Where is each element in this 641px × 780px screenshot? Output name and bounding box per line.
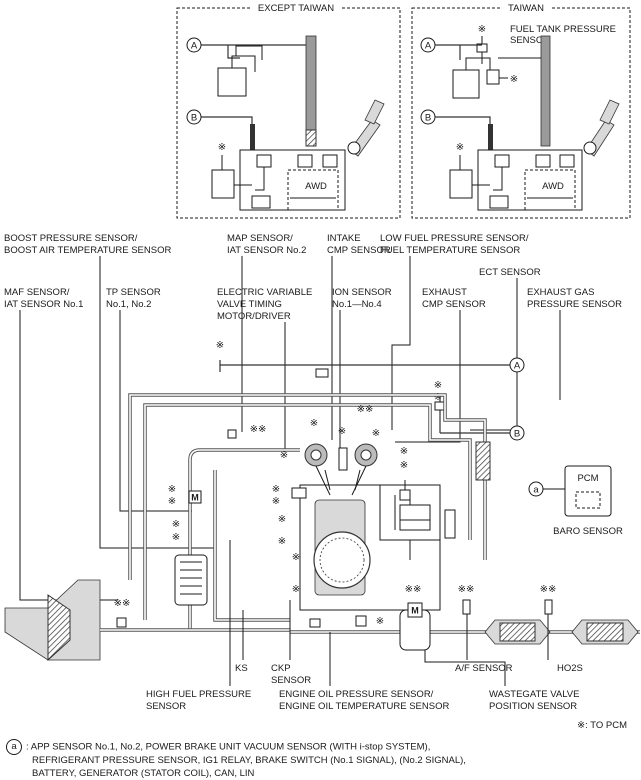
inset-taiwan: TAIWAN ※ FUEL TANK PRESSURE SENSOR A ※ B… xyxy=(411,2,631,219)
svg-text:※: ※ xyxy=(434,380,442,391)
svg-text:※※: ※※ xyxy=(405,584,422,595)
pcm-label: PCM xyxy=(577,473,598,484)
svg-text:※: ※ xyxy=(216,340,224,351)
tp-sensor-label: TP SENSOR xyxy=(106,287,161,298)
awd-label-left: AWD xyxy=(305,181,327,192)
footnote-marker-a: a xyxy=(6,739,22,755)
svg-text:※: ※ xyxy=(434,392,442,403)
engine-harness: A B ※ ※ ※ xyxy=(4,340,640,662)
pcm-block: a PCM BARO SENSOR xyxy=(528,465,623,537)
svg-text:a: a xyxy=(533,485,539,496)
svg-text:CMP SENSOR: CMP SENSOR xyxy=(327,245,391,256)
svg-text:※: ※ xyxy=(272,496,280,507)
svg-text:※: ※ xyxy=(292,584,300,595)
sensor-labels-bottom: KS CKP SENSOR A/F SENSOR HO2S HIGH FUEL … xyxy=(146,540,583,712)
svg-text:※: ※ xyxy=(376,616,384,627)
svg-text:※: ※ xyxy=(400,460,408,471)
engine-oil-pressure-sensor-label: ENGINE OIL PRESSURE SENSOR/ xyxy=(279,689,434,700)
svg-text:BOOST AIR TEMPERATURE SENSOR: BOOST AIR TEMPERATURE SENSOR xyxy=(4,245,171,256)
low-fuel-pressure-sensor-label: LOW FUEL PRESSURE SENSOR/ xyxy=(380,233,529,244)
intake-cmp-sensor-label: INTAKE xyxy=(327,233,361,244)
boost-pressure-sensor-label: BOOST PRESSURE SENSOR/ xyxy=(4,233,138,244)
svg-text:※: ※ xyxy=(338,426,346,437)
svg-text:※※: ※※ xyxy=(114,598,131,609)
svg-text:SENSOR: SENSOR xyxy=(510,35,550,46)
svg-text:A: A xyxy=(425,41,432,52)
svg-text:VALVE TIMING: VALVE TIMING xyxy=(217,299,282,310)
svg-text:※: ※ xyxy=(456,142,464,153)
svg-text:M: M xyxy=(191,493,199,503)
svg-text:※: ※ xyxy=(218,142,226,153)
high-fuel-pressure-sensor-label: HIGH FUEL PRESSURE xyxy=(146,689,251,700)
svg-text:SENSOR: SENSOR xyxy=(146,701,186,712)
evvt-motor-driver-label: ELECTRIC VARIABLE xyxy=(217,287,312,298)
svg-text:※: ※ xyxy=(280,450,288,461)
svg-text:IAT SENSOR No.1: IAT SENSOR No.1 xyxy=(4,299,83,310)
inset-left-title: EXCEPT TAIWAN xyxy=(258,3,334,14)
ect-sensor-label: ECT SENSOR xyxy=(479,267,541,278)
svg-text:MOTOR/DRIVER: MOTOR/DRIVER xyxy=(217,311,291,322)
svg-text:A: A xyxy=(191,41,198,52)
svg-text:FUEL TEMPERATURE SENSOR: FUEL TEMPERATURE SENSOR xyxy=(380,245,520,256)
svg-text:B: B xyxy=(514,429,520,440)
svg-text:ENGINE OIL TEMPERATURE SENSOR: ENGINE OIL TEMPERATURE SENSOR xyxy=(279,701,449,712)
ckp-sensor-label: CKP xyxy=(271,663,291,674)
wastegate-motor xyxy=(407,602,423,618)
svg-text:※※: ※※ xyxy=(250,424,267,435)
maf-sensor-label: MAF SENSOR/ xyxy=(4,287,70,298)
svg-text:※: ※ xyxy=(168,484,176,495)
legend-to-pcm: ※: TO PCM xyxy=(577,720,627,731)
svg-text:※: ※ xyxy=(292,552,300,563)
svg-text:※: ※ xyxy=(478,24,486,35)
svg-text:※※: ※※ xyxy=(540,584,557,595)
footnote-line-1: : APP SENSOR No.1, No.2, POWER BRAKE UNI… xyxy=(26,741,431,753)
svg-text:※: ※ xyxy=(510,74,518,85)
exhaust-gas-pressure-sensor-label: EXHAUST GAS xyxy=(527,287,594,298)
svg-text:A: A xyxy=(514,361,521,372)
ion-sensor-label: ION SENSOR xyxy=(332,287,392,298)
svg-text:SENSOR: SENSOR xyxy=(271,675,311,686)
footnote: a : APP SENSOR No.1, No.2, POWER BRAKE UN… xyxy=(6,739,636,780)
svg-text:※: ※ xyxy=(372,428,380,439)
svg-text:※: ※ xyxy=(278,536,286,547)
svg-text:※※: ※※ xyxy=(458,584,475,595)
af-sensor-label: A/F SENSOR xyxy=(455,663,513,674)
svg-text:IAT SENSOR No.2: IAT SENSOR No.2 xyxy=(227,245,306,256)
svg-text:PRESSURE SENSOR: PRESSURE SENSOR xyxy=(527,299,622,310)
throttle-motor xyxy=(188,490,202,504)
inset-right-title: TAIWAN xyxy=(508,3,544,14)
awd-label-right: AWD xyxy=(542,181,564,192)
footnote-line-3: BATTERY, GENERATOR (STATOR COIL), CAN, L… xyxy=(32,767,255,779)
svg-text:No.1, No.2: No.1, No.2 xyxy=(106,299,151,310)
exhaust-cmp-sensor-label: EXHAUST xyxy=(422,287,467,298)
svg-text:※※: ※※ xyxy=(357,404,374,415)
svg-text:※: ※ xyxy=(272,484,280,495)
svg-text:CMP SENSOR: CMP SENSOR xyxy=(422,299,486,310)
svg-text:POSITION SENSOR: POSITION SENSOR xyxy=(489,701,577,712)
svg-text:B: B xyxy=(425,113,431,124)
footnote-line-2: REFRIGERANT PRESSURE SENSOR, IG1 RELAY, … xyxy=(32,755,466,766)
map-sensor-label: MAP SENSOR/ xyxy=(227,233,293,244)
sensor-labels-top: BOOST PRESSURE SENSOR/ BOOST AIR TEMPERA… xyxy=(4,233,622,322)
svg-text:※: ※ xyxy=(400,446,408,457)
svg-text:B: B xyxy=(191,113,197,124)
inset-except-taiwan: EXCEPT TAIWAN A B ※ AWD xyxy=(176,2,401,219)
svg-text:※: ※ xyxy=(168,496,176,507)
wastegate-valve-position-sensor-label: WASTEGATE VALVE xyxy=(489,689,579,700)
svg-text:※: ※ xyxy=(310,418,318,429)
svg-text:※: ※ xyxy=(278,514,286,525)
svg-text:※: ※ xyxy=(172,532,180,543)
svg-text:No.1—No.4: No.1—No.4 xyxy=(332,299,382,310)
baro-sensor-label: BARO SENSOR xyxy=(553,526,623,537)
fuel-tank-pressure-sensor-label: FUEL TANK PRESSURE xyxy=(510,24,616,35)
svg-text:※: ※ xyxy=(172,519,180,530)
svg-text:M: M xyxy=(411,606,419,616)
ks-label: KS xyxy=(235,663,248,674)
ho2s-label: HO2S xyxy=(557,663,583,674)
